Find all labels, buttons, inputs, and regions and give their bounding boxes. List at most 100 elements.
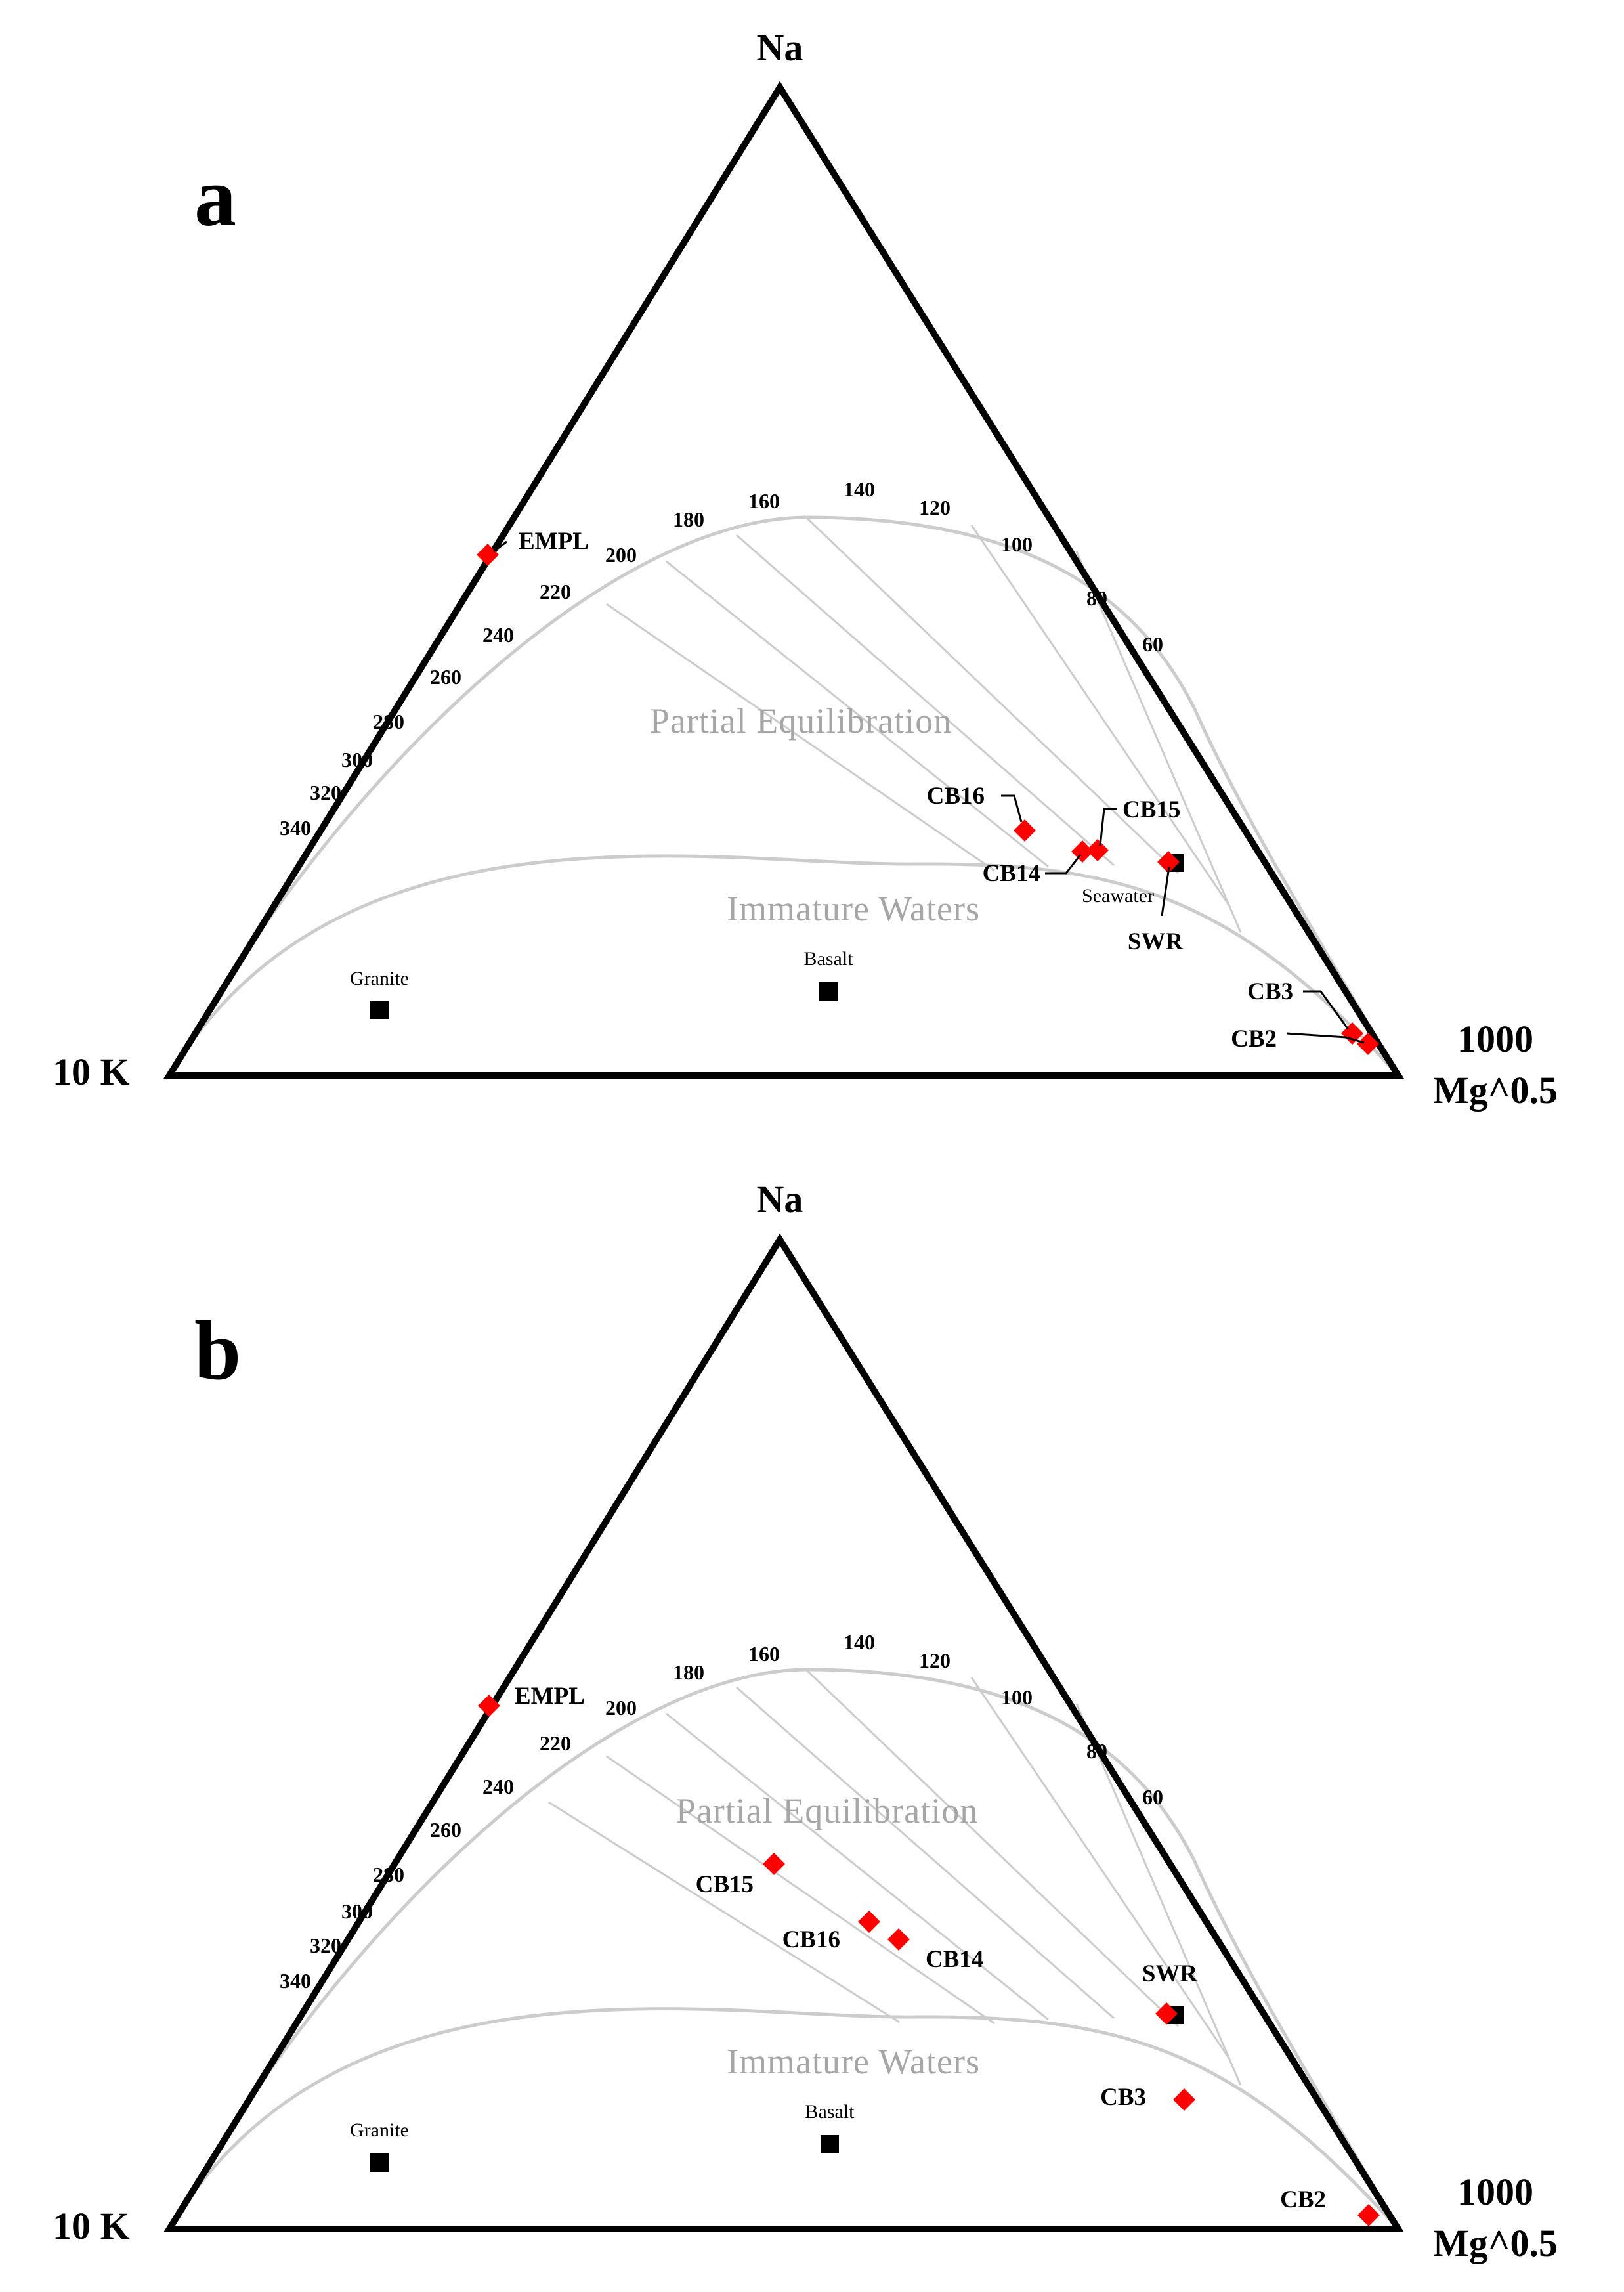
tick-label: 280 xyxy=(373,710,404,733)
temperature-tick-labels: 340 320 300 280 260 240 220 200 180 160 … xyxy=(280,1630,1163,1993)
vertex-label-mg-line2: Mg^0.5 xyxy=(1433,1069,1558,1112)
tick-label: 80 xyxy=(1086,586,1107,610)
ternary-frame xyxy=(163,1233,1405,2232)
sample-point-swr xyxy=(1157,851,1180,873)
sample-label-cb2: CB2 xyxy=(1280,2186,1326,2213)
sample-point-cb14 xyxy=(1071,840,1094,863)
full-equilibration-curve xyxy=(167,1668,1400,2230)
tick-label: 140 xyxy=(844,477,875,501)
tick-label: 320 xyxy=(310,1934,341,1957)
panel-label: a xyxy=(194,150,236,244)
leader-line xyxy=(1099,808,1117,846)
sample-point-cb14 xyxy=(887,1928,910,1951)
tick-label: 160 xyxy=(748,1642,780,1666)
reference-label-basalt: Basalt xyxy=(805,2101,855,2123)
isotherm-line xyxy=(548,1801,900,2023)
isotherm-lines xyxy=(548,1668,1242,2086)
tick-label: 180 xyxy=(673,508,704,531)
tick-label: 60 xyxy=(1142,1785,1163,1809)
isotherm-line xyxy=(970,525,1231,907)
leader-line xyxy=(1161,866,1170,917)
tick-label: 260 xyxy=(430,1818,461,1842)
sample-label-cb2: CB2 xyxy=(1231,1026,1277,1052)
leader-line xyxy=(1045,854,1082,875)
tick-label: 260 xyxy=(430,665,461,689)
tick-label: 320 xyxy=(310,781,341,804)
vertex-label-mg-line2: Mg^0.5 xyxy=(1433,2222,1558,2264)
tick-label: 300 xyxy=(341,748,373,771)
isotherm-lines xyxy=(606,516,1242,933)
isotherm-line xyxy=(666,560,1049,868)
leader-line xyxy=(493,540,507,553)
reference-label-granite: Granite xyxy=(350,968,409,989)
tick-label: 100 xyxy=(1001,1685,1033,1709)
reference-point-granite xyxy=(370,1001,389,1019)
panel-a: a Na 10 K 1000 Mg^0.5 340 320 300 280 26… xyxy=(53,26,1558,1112)
sample-label-swr: SWR xyxy=(1142,1960,1199,1987)
vertex-label-k: 10 K xyxy=(53,2205,130,2247)
reference-label-granite: Granite xyxy=(350,2119,409,2141)
vertex-label-mg-line1: 1000 xyxy=(1457,2171,1533,2213)
ternary-frame xyxy=(163,81,1405,1079)
vertex-label-na: Na xyxy=(757,1178,803,1221)
leader-line xyxy=(1001,794,1023,823)
leader-line xyxy=(1286,1032,1365,1044)
sample-point-cb3 xyxy=(1173,2088,1195,2111)
immature-waters-curve xyxy=(167,854,1400,1077)
tick-label: 300 xyxy=(341,1899,373,1923)
reference-points: Seawater Granite Basalt xyxy=(350,854,1184,1019)
tick-label: 280 xyxy=(373,1863,404,1886)
isotherm-line xyxy=(1075,551,1242,933)
sample-points xyxy=(478,1695,1380,2226)
reference-label-seawater: Seawater xyxy=(1082,885,1154,907)
sample-point-cb15 xyxy=(763,1853,785,1875)
tick-label: 100 xyxy=(1001,532,1033,556)
panel-label: b xyxy=(194,1304,241,1397)
sample-label-empl: EMPL xyxy=(515,1683,585,1710)
sample-labels: EMPL CB16 CB14 CB15 SWR CB3 CB2 xyxy=(493,528,1365,1052)
tick-label: 340 xyxy=(280,1969,311,1993)
tick-label: 220 xyxy=(540,580,571,603)
sample-label-cb16: CB16 xyxy=(927,783,985,810)
tick-label: 180 xyxy=(673,1660,704,1684)
vertex-label-na: Na xyxy=(757,26,803,69)
isotherm-line xyxy=(666,1712,1049,2021)
tick-label: 240 xyxy=(482,1775,514,1798)
immature-waters-curve xyxy=(167,2007,1400,2230)
full-equilibration-curve xyxy=(167,515,1400,1077)
sample-point-swr xyxy=(1155,2002,1178,2025)
tick-label: 340 xyxy=(280,816,311,840)
reference-point-basalt xyxy=(821,2135,839,2153)
reference-point-basalt xyxy=(819,982,838,1001)
sample-label-cb15: CB15 xyxy=(696,1871,754,1898)
sample-labels: EMPL CB15 CB16 CB14 SWR CB3 CB2 xyxy=(515,1683,1326,2213)
tick-label: 120 xyxy=(919,496,951,519)
sample-point-empl xyxy=(477,544,499,566)
tick-label: 200 xyxy=(605,543,637,567)
region-label-immature-waters: Immature Waters xyxy=(727,889,980,928)
tick-label: 240 xyxy=(482,623,514,647)
isotherm-line xyxy=(606,603,995,872)
sample-point-cb16 xyxy=(858,1911,880,1933)
temperature-tick-labels: 340 320 300 280 260 240 220 200 180 160 … xyxy=(280,477,1163,840)
reference-label-basalt: Basalt xyxy=(804,948,854,970)
tick-label: 140 xyxy=(844,1630,875,1654)
tick-label: 160 xyxy=(748,489,780,513)
sample-label-cb14: CB14 xyxy=(983,860,1040,887)
sample-label-cb14: CB14 xyxy=(926,1946,983,1973)
isotherm-line xyxy=(805,1668,1180,2027)
region-label-partial-equilibration: Partial Equilibration xyxy=(676,1791,978,1830)
sample-point-cb15 xyxy=(1086,839,1109,861)
sample-label-cb16: CB16 xyxy=(782,1926,840,1953)
sample-label-swr: SWR xyxy=(1128,928,1184,955)
sample-label-cb3: CB3 xyxy=(1247,978,1293,1005)
vertex-label-k: 10 K xyxy=(53,1050,130,1093)
region-label-partial-equilibration: Partial Equilibration xyxy=(650,701,952,741)
isotherm-line xyxy=(736,534,1115,867)
reference-points: Granite Basalt xyxy=(350,2006,1184,2172)
isotherm-line xyxy=(970,1677,1231,2060)
sample-point-cb16 xyxy=(1014,819,1036,842)
sample-point-cb2 xyxy=(1357,2204,1380,2226)
isotherm-line xyxy=(606,1755,995,2025)
